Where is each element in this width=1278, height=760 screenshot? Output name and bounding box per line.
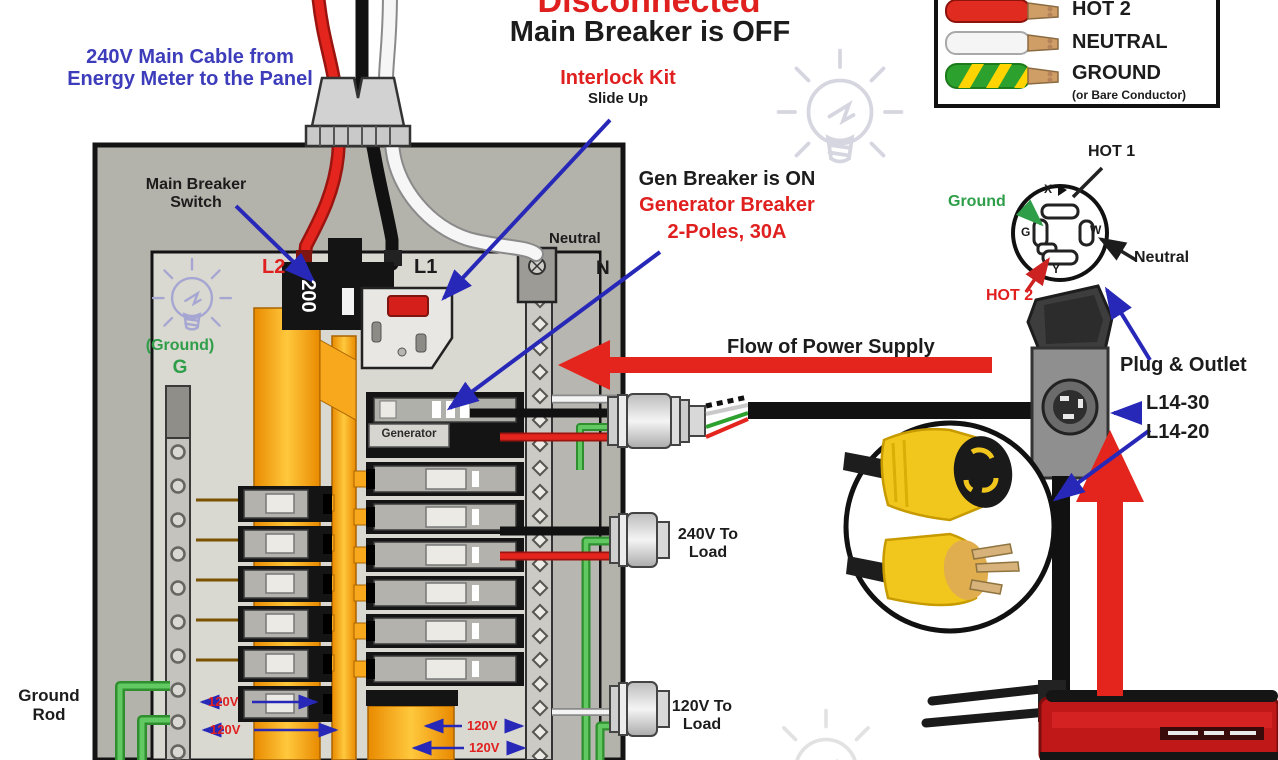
pin-x-label: X [1044, 182, 1053, 196]
conduit-fitting [304, 76, 412, 148]
annotation-arrows [234, 118, 1152, 502]
pinout-hot1-label: HOT 1 [1088, 143, 1136, 160]
pinout-ground-label: Ground [948, 193, 1006, 210]
gen-breaker-status: Gen Breaker is ON [638, 168, 816, 190]
neutral-n-label: N [596, 258, 610, 279]
ground-wires-left [115, 681, 170, 760]
status-subtitle: Main Breaker is OFF [509, 16, 791, 48]
branch-120v-label: 120V [208, 694, 239, 709]
ground-label: (Ground) [145, 337, 215, 354]
load-240-label: 240V To Load [677, 526, 739, 561]
branch-voltage-arrows [199, 694, 527, 756]
flow-of-power-label: Flow of Power Supply [727, 336, 935, 358]
main-breaker-switch-label: Main Breaker Switch [145, 176, 247, 211]
lightbulb-sketch-top [776, 48, 904, 164]
gland-generator-feed [607, 393, 749, 449]
plug-model-1-label: L14-30 [1146, 392, 1210, 414]
branch-wire-stubs [196, 498, 240, 662]
legend-ground-label: GROUND [1072, 62, 1161, 84]
wire-color-legend [934, 0, 1220, 108]
ground-bar [165, 385, 191, 760]
status-title: Disconnected [537, 0, 761, 20]
l2-label: L2 [262, 256, 286, 278]
pinout-neutral-label: Neutral [1134, 249, 1190, 266]
load-120-label: 120V To Load [671, 698, 733, 733]
branch-120v-label: 120V [469, 740, 500, 755]
pin-g-label: G [1021, 225, 1031, 239]
interlock-action: Slide Up [587, 90, 648, 107]
power-direction-arrow [1076, 430, 1144, 696]
flow-arrow [558, 340, 992, 390]
lightbulb-sketch-bottom [764, 708, 888, 760]
interlock-kit-plate [360, 286, 454, 370]
generator-breaker [366, 392, 524, 458]
pin-w-label: W [1090, 223, 1102, 237]
l1-label: L1 [414, 256, 438, 278]
legend-neutral-label: NEUTRAL [1072, 31, 1168, 53]
gland-240v [609, 512, 670, 568]
twist-lock-plugs-detail [843, 420, 1057, 634]
main-breaker-amps: 200 [297, 279, 320, 313]
load-wires [470, 394, 622, 716]
plug-model-2-label: L14-20 [1146, 421, 1210, 443]
ground-wires-right [576, 423, 616, 760]
pin-y-label: Y [1052, 262, 1061, 276]
neutral-top-label: Neutral [549, 230, 601, 247]
interlock-title: Interlock Kit [560, 67, 676, 89]
branch-120v-label: 120V [467, 718, 498, 733]
ground-rod-label: Ground Rod [18, 686, 80, 725]
gen-breaker-name: Generator Breaker [639, 194, 815, 216]
legend-hot2-label: HOT 2 [1072, 0, 1131, 20]
plug-outlet-label: Plug & Outlet [1120, 354, 1247, 376]
gen-breaker-spec: 2-Poles, 30A [667, 221, 787, 243]
generator-supply-cable [748, 402, 1056, 419]
pinout-hot2-label: HOT 2 [986, 287, 1034, 304]
main-cable-note: 240V Main Cable from Energy Meter to the… [67, 46, 313, 91]
ground-g-label: G [172, 357, 188, 378]
pinout-pointers [1015, 166, 1137, 293]
legend-ground-note: (or Bare Conductor) [1072, 88, 1186, 102]
gland-120v [609, 681, 670, 737]
branch-120v-label: 120V [210, 722, 241, 737]
generator-breaker-label: Generator [381, 428, 437, 440]
